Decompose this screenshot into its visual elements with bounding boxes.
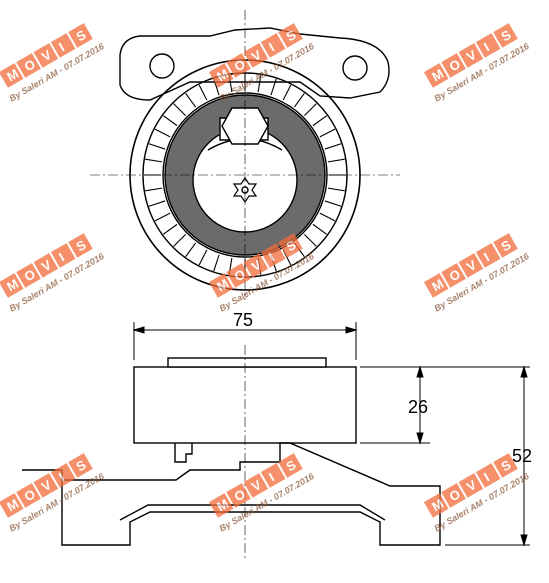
pulley-rib: [282, 84, 292, 101]
dimension-height-total-label: 52: [512, 446, 532, 466]
pulley-rib: [173, 234, 186, 247]
watermark-letter: M: [429, 274, 448, 294]
pulley-rib: [154, 212, 171, 222]
pulley-rib: [270, 78, 277, 96]
pulley-rib: [162, 115, 178, 127]
base-bracket: [22, 442, 441, 546]
watermark-letter: O: [447, 265, 466, 285]
front-view: [90, 10, 400, 300]
pulley-rib: [327, 187, 345, 192]
dimension-width-label: 75: [233, 310, 253, 330]
watermark-letter: O: [232, 265, 251, 285]
pulley-rib: [145, 187, 163, 192]
pulley-rib: [162, 223, 178, 235]
watermark-letter: M: [4, 494, 23, 514]
dimension-lines: [132, 322, 530, 547]
watermark-letter: M: [214, 274, 233, 294]
pulley-rib: [293, 92, 305, 108]
hub: [174, 443, 193, 463]
watermark-letter: M: [429, 64, 448, 84]
dimension-height-small-label: 26: [408, 397, 428, 417]
pulley-rib: [185, 242, 197, 258]
watermark-letter: O: [232, 485, 251, 505]
pulley-rib: [324, 200, 342, 207]
pulley-rib: [198, 249, 208, 266]
pulley-rib: [154, 128, 171, 138]
watermark-letter: O: [22, 485, 41, 505]
watermark-letter: M: [4, 64, 23, 84]
pulley-rib: [319, 128, 336, 138]
pulley-rib: [145, 158, 163, 163]
pulley-rib: [312, 223, 328, 235]
watermark-letter: O: [447, 485, 466, 505]
watermark-letter: M: [214, 64, 233, 84]
pulley-rib: [304, 234, 317, 247]
base-bracket-inner: [119, 504, 386, 521]
pulley-rib: [327, 158, 345, 163]
watermark-letter: O: [22, 55, 41, 75]
watermark-letter: M: [429, 494, 448, 514]
pulley-rib: [213, 254, 220, 272]
side-view: [22, 345, 441, 560]
watermark-letter: M: [4, 274, 23, 294]
watermark-letter: O: [447, 55, 466, 75]
pulley-rib: [173, 103, 186, 116]
pulley-rib: [185, 92, 197, 108]
pulley-rib: [148, 200, 166, 207]
watermark-letter: O: [22, 265, 41, 285]
pulley-side-top-lip: [167, 357, 327, 368]
watermark-letter: O: [232, 55, 251, 75]
pulley-rib: [312, 115, 328, 127]
bracket-hole-left: [149, 53, 175, 79]
pulley-rib: [198, 84, 208, 101]
pulley-rib: [148, 143, 166, 150]
bracket-hole-right: [342, 55, 368, 81]
pulley-rib: [324, 143, 342, 150]
pulley-rib: [319, 212, 336, 222]
pulley-rib: [257, 75, 262, 93]
pulley-rib: [304, 103, 317, 116]
watermark-letter: M: [214, 494, 233, 514]
mounting-bracket: [119, 27, 390, 101]
